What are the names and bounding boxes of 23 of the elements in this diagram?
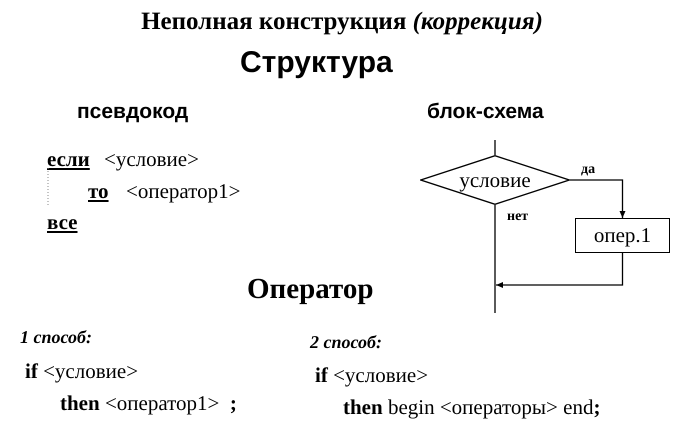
code-line: if <условие> bbox=[315, 364, 428, 388]
node-text: условие bbox=[459, 168, 531, 192]
arrow bbox=[570, 179, 626, 218]
decision-diamond bbox=[420, 155, 570, 205]
node-text: опер.1 bbox=[594, 223, 652, 248]
code-line: if <условие> bbox=[25, 360, 138, 384]
method-heading: 2 способ: bbox=[310, 333, 382, 353]
subtitle: Структура bbox=[240, 46, 393, 79]
method-heading: 1 способ: bbox=[20, 328, 92, 348]
keyword: то bbox=[88, 180, 109, 204]
code-line: then <оператор1> ; bbox=[60, 392, 237, 416]
title: Неполная конструкция (коррекция) bbox=[140, 8, 544, 36]
keyword: если bbox=[47, 148, 90, 172]
edge-label: да bbox=[580, 163, 596, 177]
column-heading: псевдокод bbox=[77, 100, 188, 124]
code-line: then begin <операторы> end; bbox=[343, 396, 600, 420]
column-heading: блок-схема bbox=[427, 100, 544, 124]
code-text: <оператор1> bbox=[126, 180, 240, 204]
arrow bbox=[496, 253, 624, 288]
section-heading: Оператор bbox=[247, 274, 374, 306]
keyword: все bbox=[47, 211, 78, 234]
code-text: <условие> bbox=[104, 148, 199, 172]
process-box bbox=[575, 218, 670, 253]
